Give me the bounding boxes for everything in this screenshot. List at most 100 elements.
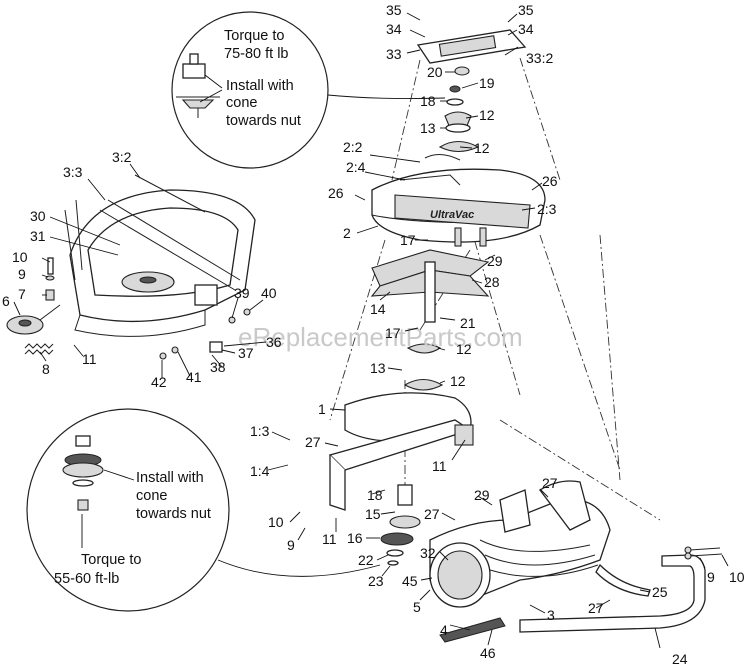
callout-36: 36 bbox=[266, 334, 282, 350]
left-deck-assembly bbox=[64, 174, 256, 337]
callout-9: 9 bbox=[707, 569, 715, 585]
callout-34: 34 bbox=[518, 21, 534, 37]
callout-2-4: 2:4 bbox=[346, 159, 366, 175]
callout-40: 40 bbox=[261, 285, 277, 301]
callout-3: 3 bbox=[547, 607, 555, 623]
callout-18: 18 bbox=[367, 487, 383, 503]
note-bottom-torque-value: 55-60 ft-lb bbox=[54, 571, 119, 587]
callout-29: 29 bbox=[487, 253, 503, 269]
callout-37: 37 bbox=[238, 345, 254, 361]
callout-5: 5 bbox=[413, 599, 421, 615]
note-top-install-3: towards nut bbox=[226, 113, 301, 129]
callout-25: 25 bbox=[652, 584, 668, 600]
callout-13: 13 bbox=[370, 360, 386, 376]
callout-1: 1 bbox=[318, 401, 326, 417]
note-top-torque: Torque to bbox=[224, 28, 284, 44]
callout-3-3: 3:3 bbox=[63, 164, 83, 180]
callout-11: 11 bbox=[82, 351, 97, 367]
callout-38: 38 bbox=[210, 359, 226, 375]
impeller-blade bbox=[370, 249, 490, 323]
note-top-install-2: cone bbox=[226, 95, 257, 111]
callout-2-2: 2:2 bbox=[343, 139, 363, 155]
callout-45: 45 bbox=[402, 573, 418, 589]
note-bottom-torque: Torque to bbox=[81, 552, 141, 568]
callout-23: 23 bbox=[368, 573, 384, 589]
callout-27: 27 bbox=[305, 434, 321, 450]
callout-28: 28 bbox=[484, 274, 500, 290]
right-bolts bbox=[684, 546, 723, 560]
note-top-torque-value: 75-80 ft lb bbox=[224, 46, 289, 62]
callout-9: 9 bbox=[18, 266, 26, 282]
callout-27: 27 bbox=[424, 506, 440, 522]
callout-34: 34 bbox=[386, 21, 402, 37]
decal-plate bbox=[416, 29, 527, 64]
callout-7: 7 bbox=[18, 286, 26, 302]
idler-pulley bbox=[6, 304, 61, 335]
callout-2: 2 bbox=[343, 225, 351, 241]
callout-9: 9 bbox=[287, 537, 295, 553]
callout-42: 42 bbox=[151, 374, 167, 390]
callout-35: 35 bbox=[518, 2, 534, 18]
callout-4: 4 bbox=[440, 622, 448, 638]
detail-callout-bottom bbox=[26, 408, 381, 612]
watermark: eReplacementParts.com bbox=[238, 322, 523, 352]
callout-26: 26 bbox=[328, 185, 344, 201]
note-top-install-1: Install with bbox=[226, 78, 294, 94]
mounting-bracket bbox=[328, 392, 474, 511]
callout-22: 22 bbox=[358, 552, 374, 568]
lower-pulley bbox=[380, 484, 421, 566]
chute-handle bbox=[439, 617, 506, 643]
callout-6: 6 bbox=[2, 293, 10, 309]
callout-2-3: 2:3 bbox=[537, 201, 557, 217]
callout-12: 12 bbox=[479, 107, 495, 123]
tension-spring bbox=[24, 343, 54, 355]
detail-callout-top bbox=[171, 11, 446, 169]
callout-3-2: 3:2 bbox=[112, 149, 132, 165]
callout-27: 27 bbox=[542, 475, 558, 491]
note-bottom-install-2: cone bbox=[136, 488, 167, 504]
chute-bracket bbox=[595, 563, 651, 597]
callout-10: 10 bbox=[12, 249, 28, 265]
callout-8: 8 bbox=[42, 361, 50, 377]
callout-32: 32 bbox=[420, 545, 436, 561]
callout-12: 12 bbox=[450, 373, 466, 389]
leader-lines bbox=[13, 12, 729, 649]
note-bottom-install-3: towards nut bbox=[136, 506, 211, 522]
callout-19: 19 bbox=[479, 75, 495, 91]
callout-1-4: 1:4 bbox=[250, 463, 270, 479]
callout-26: 26 bbox=[542, 173, 558, 189]
callout-12: 12 bbox=[456, 341, 472, 357]
callout-33: 33 bbox=[386, 46, 402, 62]
notes: Torque to 75-80 ft lb Install with cone … bbox=[54, 28, 301, 587]
callout-46: 46 bbox=[480, 645, 496, 661]
lower-bearing-stack bbox=[403, 343, 444, 391]
callout-17: 17 bbox=[400, 232, 416, 248]
callout-10: 10 bbox=[729, 569, 745, 585]
callout-15: 15 bbox=[365, 506, 381, 522]
callout-35: 35 bbox=[386, 2, 402, 18]
callout-39: 39 bbox=[234, 285, 250, 301]
callout-11: 11 bbox=[432, 458, 447, 474]
callout-1-3: 1:3 bbox=[250, 423, 270, 439]
callout-21: 21 bbox=[460, 315, 476, 331]
callout-27: 27 bbox=[588, 600, 604, 616]
callout-18: 18 bbox=[420, 93, 436, 109]
callout-14: 14 bbox=[370, 301, 386, 317]
callout-17: 17 bbox=[385, 325, 401, 341]
svg-text:UltraVac: UltraVac bbox=[430, 209, 474, 221]
callout-30: 30 bbox=[30, 208, 46, 224]
callout-29: 29 bbox=[474, 487, 490, 503]
callout-20: 20 bbox=[427, 64, 443, 80]
upper-bearing-stack bbox=[438, 66, 480, 153]
handle-tube bbox=[519, 554, 706, 633]
callout-31: 31 bbox=[30, 228, 46, 244]
deck-housing: UltraVac bbox=[371, 154, 546, 247]
callout-12: 12 bbox=[474, 140, 490, 156]
callout-10: 10 bbox=[268, 514, 284, 530]
callout-24: 24 bbox=[672, 651, 688, 667]
callout-16: 16 bbox=[347, 530, 363, 546]
callout-13: 13 bbox=[420, 120, 436, 136]
